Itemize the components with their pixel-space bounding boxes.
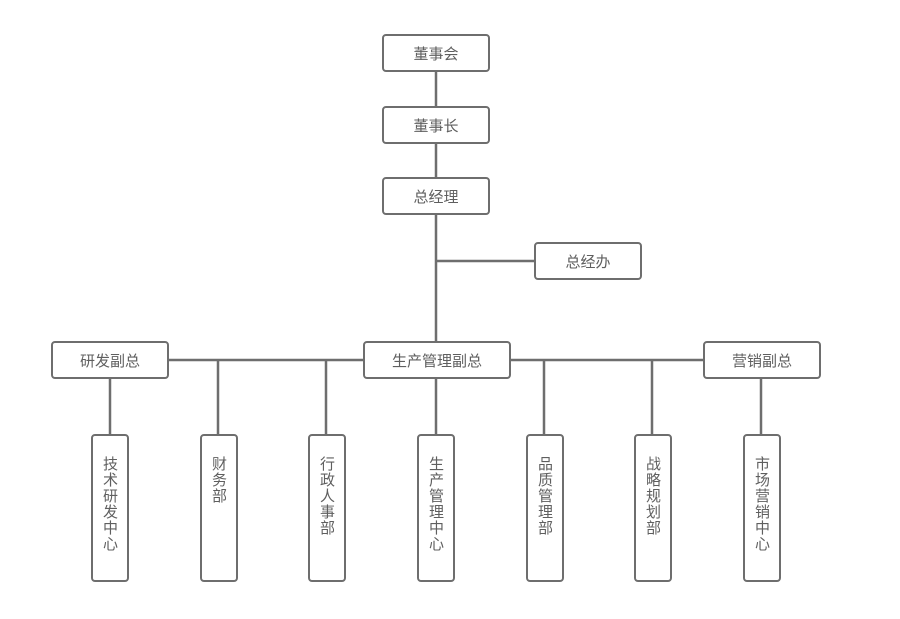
gm-office-node: 总经办 — [534, 242, 642, 280]
dept-node-production-center: 生产管理中心 — [417, 434, 455, 582]
dept-label-finance: 财务部 — [210, 456, 228, 504]
chairman-label: 董事长 — [413, 116, 459, 135]
vp-production-label: 生产管理副总 — [391, 351, 482, 370]
vp-rd-node: 研发副总 — [51, 341, 169, 379]
dept-node-finance: 财务部 — [200, 434, 238, 582]
vp-marketing-label: 营销副总 — [731, 351, 792, 370]
dept-node-quality: 品质管理部 — [526, 434, 564, 582]
dept-label-rd-center: 技术研发中心 — [101, 456, 119, 552]
dept-label-quality: 品质管理部 — [536, 456, 554, 536]
dept-node-admin-hr: 行政人事部 — [308, 434, 346, 582]
general-manager-node: 总经理 — [382, 177, 490, 215]
vp-production-node: 生产管理副总 — [363, 341, 511, 379]
dept-label-production-center: 生产管理中心 — [427, 456, 445, 552]
dept-label-marketing-center: 市场营销中心 — [753, 456, 771, 552]
board-node: 董事会 — [382, 34, 490, 72]
chairman-node: 董事长 — [382, 106, 490, 144]
dept-label-strategy: 战略规划部 — [644, 456, 662, 536]
dept-node-strategy: 战略规划部 — [634, 434, 672, 582]
board-label: 董事会 — [413, 44, 459, 63]
general-manager-label: 总经理 — [413, 187, 459, 206]
gm-office-label: 总经办 — [565, 252, 611, 271]
vp-rd-label: 研发副总 — [79, 351, 140, 370]
dept-label-admin-hr: 行政人事部 — [318, 456, 336, 536]
dept-node-marketing-center: 市场营销中心 — [743, 434, 781, 582]
vp-marketing-node: 营销副总 — [703, 341, 821, 379]
dept-node-rd-center: 技术研发中心 — [91, 434, 129, 582]
